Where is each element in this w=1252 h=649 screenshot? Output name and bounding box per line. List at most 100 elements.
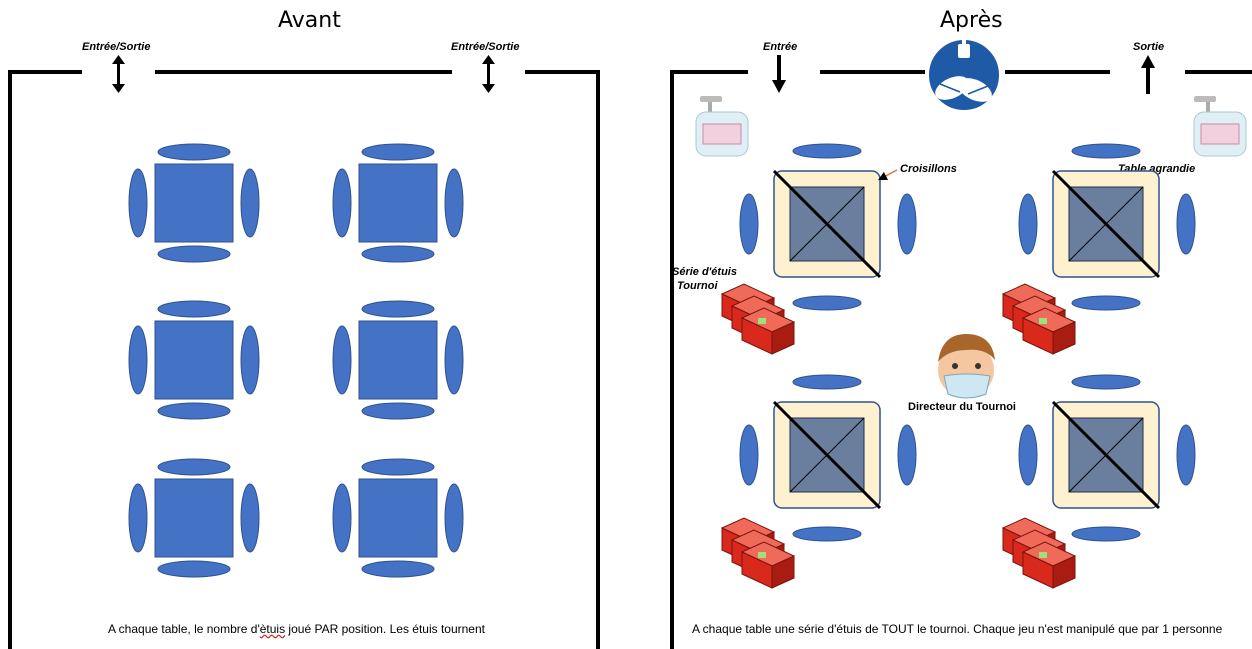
chair-south <box>157 560 231 578</box>
boards-label-line1: Série d'étuis <box>672 266 737 278</box>
before-table-group <box>128 458 260 578</box>
before-room-walls <box>8 70 600 649</box>
hand-sanitizer-icon <box>1193 96 1247 157</box>
board-cases <box>720 283 1077 589</box>
chair-north <box>361 143 435 161</box>
case-label <box>758 318 766 324</box>
table-square <box>154 320 234 400</box>
chair-east <box>897 424 917 486</box>
chair-east <box>240 325 260 395</box>
case-side <box>1052 555 1076 589</box>
after-table-group <box>739 374 917 542</box>
door-arrow-icon <box>772 55 786 93</box>
chair-south <box>792 295 862 311</box>
chair-west <box>1018 193 1038 255</box>
before-table-group <box>332 143 464 263</box>
chair-west <box>739 424 759 486</box>
chair-west <box>332 483 352 553</box>
chair-south <box>361 402 435 420</box>
chair-south <box>157 245 231 263</box>
chair-south <box>157 402 231 420</box>
chair-south <box>1071 295 1141 311</box>
chair-south <box>361 560 435 578</box>
case-side <box>771 555 795 589</box>
after-exit-label: Sortie <box>1133 41 1165 53</box>
chair-west <box>739 193 759 255</box>
before-table-group <box>332 300 464 420</box>
chair-east <box>444 168 464 238</box>
before-table-group <box>128 143 260 263</box>
table-square <box>358 320 438 400</box>
chair-east <box>444 325 464 395</box>
chair-west <box>332 168 352 238</box>
table-square <box>154 163 234 243</box>
director-label: Directeur du Tournoi <box>908 401 1016 413</box>
chair-east <box>444 483 464 553</box>
before-tables <box>128 143 464 578</box>
door-arrow-icon <box>482 55 495 93</box>
chair-west <box>128 325 148 395</box>
after-table-group <box>1018 143 1196 311</box>
chair-east <box>1176 424 1196 486</box>
before-door-label-right: Entrée/Sortie <box>451 41 520 53</box>
after-title: Après <box>940 8 1003 33</box>
crosspiece <box>789 417 865 493</box>
chair-north <box>1071 374 1141 390</box>
chair-west <box>332 325 352 395</box>
before-caption: A chaque table, le nombre d'ètuis joué P… <box>108 622 485 636</box>
chair-north <box>792 143 862 159</box>
boards-label-line2: Tournoi <box>677 280 718 292</box>
chair-north <box>157 300 231 318</box>
case-label <box>758 552 766 558</box>
crosspiece <box>1068 417 1144 493</box>
chair-south <box>1071 526 1141 542</box>
chair-north <box>157 458 231 476</box>
board-case-icon <box>720 283 796 355</box>
board-case-icon <box>1001 283 1077 355</box>
crosspiece <box>1068 186 1144 262</box>
case-label <box>1039 552 1047 558</box>
director-mask-icon <box>938 334 995 399</box>
hand-washing-sign-icon <box>927 38 1001 112</box>
chair-north <box>361 458 435 476</box>
door-arrow-icon <box>1141 55 1155 94</box>
after-table-group <box>1018 374 1196 542</box>
chair-west <box>1018 424 1038 486</box>
chair-south <box>792 526 862 542</box>
case-side <box>1052 321 1076 355</box>
after-room-walls <box>670 70 1252 649</box>
after-caption: A chaque table une série d'étuis de TOUT… <box>692 622 1223 636</box>
hand-sanitizer-icon <box>695 96 749 157</box>
crosspieces-pointer-arrow <box>878 169 898 181</box>
table-square <box>154 478 234 558</box>
before-caption-word: ètuis <box>259 622 286 636</box>
chair-east <box>240 168 260 238</box>
chair-north <box>361 300 435 318</box>
chair-west <box>128 483 148 553</box>
before-table-group <box>332 458 464 578</box>
before-caption-part2: joué PAR position. Les étuis tournent <box>285 622 485 636</box>
chair-east <box>1176 193 1196 255</box>
table-square <box>358 478 438 558</box>
after-tables <box>739 143 1196 542</box>
crosspiece <box>789 186 865 262</box>
crosspieces-label: Croisillons <box>900 163 957 175</box>
door-arrow-icon <box>112 55 125 93</box>
board-case-icon <box>720 517 796 589</box>
case-label <box>1039 318 1047 324</box>
chair-north <box>157 143 231 161</box>
case-side <box>771 321 795 355</box>
board-case-icon <box>1001 517 1077 589</box>
before-caption-part1: A chaque table, le nombre d' <box>108 622 260 636</box>
chair-north <box>792 374 862 390</box>
chair-east <box>897 193 917 255</box>
before-door-label-left: Entrée/Sortie <box>82 41 151 53</box>
table-square <box>358 163 438 243</box>
chair-west <box>128 168 148 238</box>
before-title: Avant <box>278 8 341 33</box>
after-entry-label: Entrée <box>763 41 798 53</box>
chair-north <box>1071 143 1141 159</box>
after-table-group <box>739 143 917 311</box>
chair-east <box>240 483 260 553</box>
